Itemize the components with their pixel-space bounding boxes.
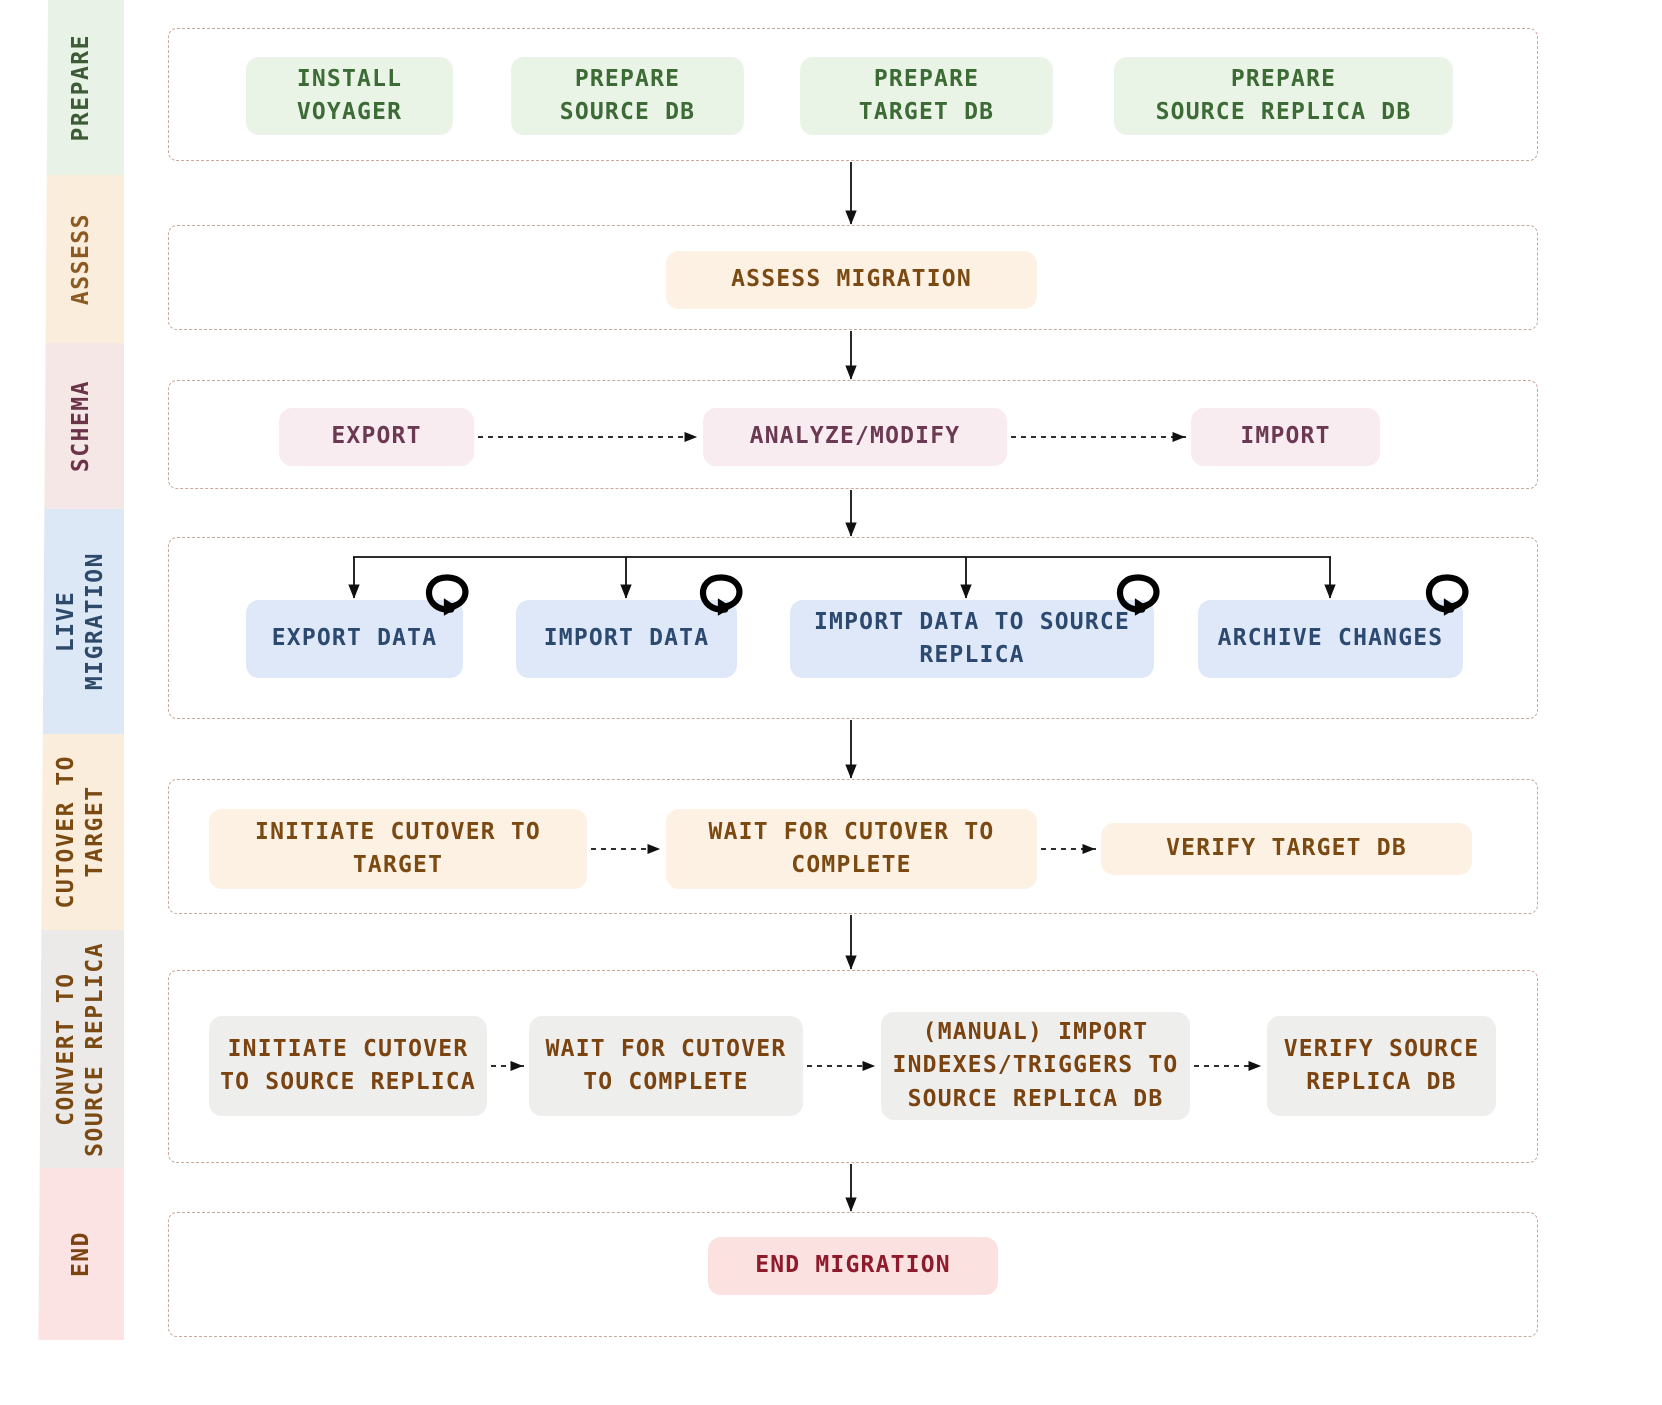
node-wait-for-cutover-target[interactable]: WAIT FOR CUTOVER TO COMPLETE <box>666 809 1037 889</box>
row-container-cutover-to-target <box>168 779 1538 914</box>
node-archive-changes[interactable]: ARCHIVE CHANGES <box>1198 600 1463 678</box>
node-initiate-cutover-to-target[interactable]: INITIATE CUTOVER TO TARGET <box>209 809 587 889</box>
phase-label-end: END <box>67 1230 94 1278</box>
node-wait-for-cutover-source-replica[interactable]: WAIT FOR CUTOVER TO COMPLETE <box>529 1016 803 1116</box>
phase-label-prepare: PREPARE <box>67 33 94 142</box>
row-container-prepare <box>168 28 1538 161</box>
phase-label-cutover-to-target: CUTOVER TO TARGET <box>53 755 108 909</box>
node-schema-analyze-modify[interactable]: ANALYZE/MODIFY <box>703 408 1007 466</box>
phase-label-live-migration: LIVE MIGRATION <box>53 552 108 691</box>
phase-sidebar: PREPARE ASSESS SCHEMA LIVE MIGRATION CUTOVER… <box>38 0 124 1405</box>
loop-arrow-icon <box>1116 574 1160 616</box>
node-verify-source-replica-db[interactable]: VERIFY SOURCE REPLICA DB <box>1267 1016 1496 1116</box>
loop-arrow-icon <box>1425 574 1469 616</box>
phase-band-assess: ASSESS <box>45 175 124 343</box>
node-prepare-source-db[interactable]: PREPARE SOURCE DB <box>511 57 744 135</box>
node-export-data[interactable]: EXPORT DATA <box>246 600 463 678</box>
loop-arrow-icon <box>699 574 743 616</box>
phase-band-schema: SCHEMA <box>44 343 124 509</box>
node-manual-import-indexes-triggers[interactable]: (MANUAL) IMPORT INDEXES/TRIGGERS TO SOUR… <box>881 1012 1190 1120</box>
phase-band-end: END <box>38 1168 124 1340</box>
row-container-convert-to-source-replica <box>168 970 1538 1163</box>
row-container-assess <box>168 225 1538 330</box>
phase-band-convert-to-source-replica: CONVERT TO SOURCE REPLICA <box>39 930 124 1168</box>
node-prepare-target-db[interactable]: PREPARE TARGET DB <box>800 57 1053 135</box>
node-verify-target-db[interactable]: VERIFY TARGET DB <box>1101 823 1472 875</box>
phase-label-convert-to-source-replica: CONVERT TO SOURCE REPLICA <box>53 941 108 1157</box>
node-schema-export[interactable]: EXPORT <box>279 408 474 466</box>
node-assess-migration[interactable]: ASSESS MIGRATION <box>666 251 1037 309</box>
node-install-voyager[interactable]: INSTALL VOYAGER <box>246 57 453 135</box>
phase-label-schema: SCHEMA <box>67 379 94 473</box>
node-end-migration[interactable]: END MIGRATION <box>708 1237 998 1295</box>
node-import-data-to-source-replica[interactable]: IMPORT DATA TO SOURCE REPLICA <box>790 600 1154 678</box>
loop-arrow-icon <box>425 574 469 616</box>
phase-band-cutover-to-target: CUTOVER TO TARGET <box>41 734 124 930</box>
phase-band-live-migration: LIVE MIGRATION <box>42 509 124 734</box>
row-container-end <box>168 1212 1538 1337</box>
node-prepare-source-replica[interactable]: PREPARE SOURCE REPLICA DB <box>1114 57 1453 135</box>
node-initiate-cutover-to-source-replica[interactable]: INITIATE CUTOVER TO SOURCE REPLICA <box>209 1016 487 1116</box>
row-container-schema <box>168 380 1538 489</box>
row-container-live-migration <box>168 537 1538 719</box>
phase-label-assess: ASSESS <box>67 212 94 306</box>
node-import-data[interactable]: IMPORT DATA <box>516 600 737 678</box>
node-schema-import[interactable]: IMPORT <box>1191 408 1380 466</box>
phase-band-prepare: PREPARE <box>46 0 124 175</box>
